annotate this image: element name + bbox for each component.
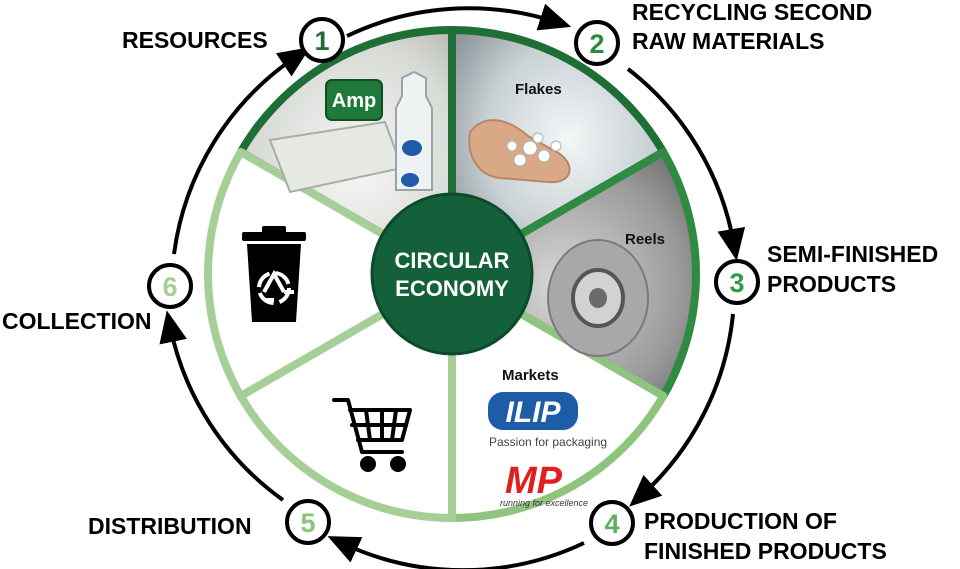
ilip-tagline: Passion for packaging [489,435,607,449]
cycle-ring [159,3,746,569]
markets-artwork: Markets ILIP Passion for packaging MP ru… [488,367,607,508]
amp-logo [325,79,383,121]
label-distribution: DISTRIBUTION [88,513,252,539]
bottle-cap-icon [401,173,419,187]
shopping-cart-icon [332,398,412,472]
resources-artwork: Amp [268,70,433,194]
label-recycling-line1: RECYCLING SECOND [632,0,872,25]
arc-1-2 [346,3,572,38]
amp-logo-text: Amp [332,90,376,112]
mp-tagline: running for excellence [500,498,588,508]
svg-text:5: 5 [300,508,315,538]
step-labels: RESOURCES RECYCLING SECOND RAW MATERIALS… [2,0,938,564]
reel-hub-icon [589,288,607,308]
svg-text:6: 6 [162,272,177,302]
flakes-artwork: Flakes [468,81,571,184]
svg-text:1: 1 [314,26,329,56]
label-semi-finished-line2: PRODUCTS [767,271,896,297]
arc-5-6 [159,310,285,502]
ilip-logo [488,392,578,430]
flakes-caption: Flakes [515,81,562,98]
badge-3: 3 [714,259,760,305]
markets-caption: Markets [502,367,559,384]
mp-logo: MP [505,460,563,502]
svg-text:3: 3 [729,268,744,298]
label-collection: COLLECTION [2,308,152,334]
reels-caption: Reels [625,231,665,248]
label-production-line1: PRODUCTION OF [644,508,837,534]
center-hub: CIRCULAR ECONOMY [370,192,534,356]
step-badges: 1 2 3 4 5 6 [147,17,760,546]
badge-2: 2 [574,20,620,66]
svg-text:2: 2 [589,29,604,59]
arc-2-3 [626,67,746,261]
svg-text:4: 4 [604,509,619,539]
segment-collection [204,148,456,400]
reels-artwork: Reels [547,231,665,357]
label-recycling-line2: RAW MATERIALS [632,28,825,54]
arc-6-1 [172,47,311,255]
recycle-bin-icon [242,226,306,322]
bottle-cap-icon [402,140,422,156]
hand-icon [468,119,571,184]
label-semi-finished-line1: SEMI-FINISHED [767,241,938,267]
badge-5: 5 [285,499,331,545]
arc-3-4 [629,313,735,507]
hub-title-line2: ECONOMY [395,276,509,301]
badge-6: 6 [147,263,193,309]
flakes-pile [506,132,562,167]
badge-1: 1 [299,17,345,63]
recycle-symbol-icon [257,269,294,305]
hub-title-line1: CIRCULAR [395,248,510,273]
ilip-logo-text: ILIP [505,396,561,429]
label-production-line2: FINISHED PRODUCTS [644,538,887,564]
plastic-bottle-icon [395,70,433,191]
badge-4: 4 [589,500,635,546]
arc-4-5 [327,536,585,569]
label-resources: RESOURCES [122,27,268,53]
